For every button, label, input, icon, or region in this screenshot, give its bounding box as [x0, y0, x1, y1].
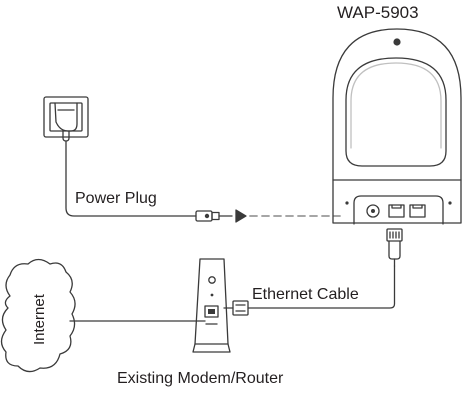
power-plug-label: Power Plug — [75, 190, 157, 207]
power-cable — [65, 140, 197, 217]
modem-ethernet-connector-icon — [223, 300, 249, 316]
ethernet-cable — [247, 265, 396, 309]
ethernet-plug-icon — [386, 228, 403, 267]
modem-router-label: Existing Modem/Router — [117, 370, 284, 387]
power-direction-arrow — [235, 209, 247, 223]
ethernet-cable-label: Ethernet Cable — [252, 286, 359, 303]
internet-label: Internet — [31, 293, 48, 345]
existing-modem-router — [192, 258, 231, 353]
internet-cloud-icon — [0, 258, 76, 373]
device-name-label: WAP-5903 — [337, 3, 419, 22]
power-plug-adapter — [43, 96, 89, 142]
wap-5903-device — [332, 28, 462, 225]
power-connector-icon — [195, 210, 233, 222]
